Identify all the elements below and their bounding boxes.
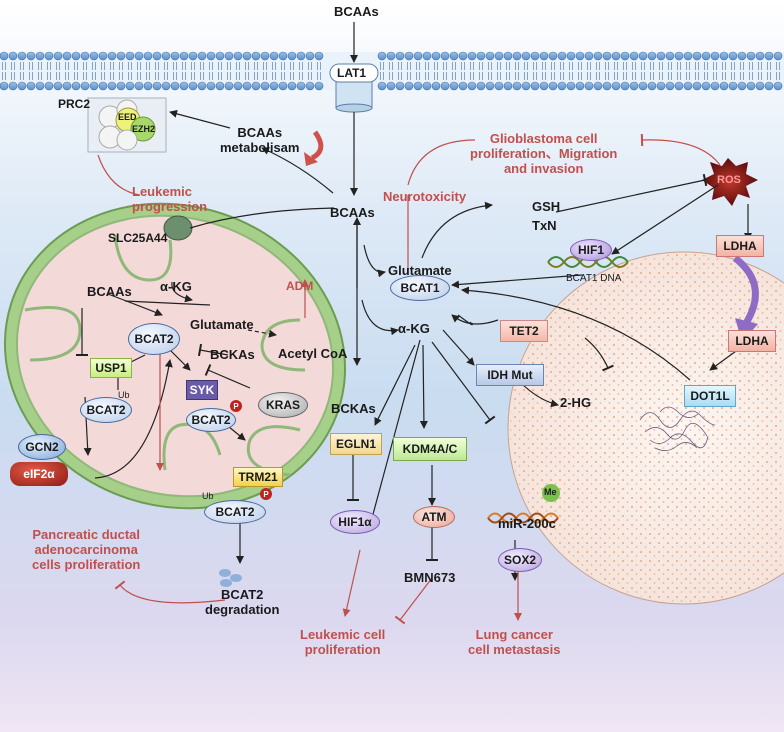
neurotoxicity-label: Neurotoxicity: [383, 189, 467, 204]
acetyl-coa-label: Acetyl CoA: [278, 346, 348, 361]
ub-label-2: Ub: [202, 491, 214, 501]
degradation-fragments: [219, 569, 242, 587]
bcaas-cytosol: BCAAs: [330, 205, 375, 220]
glutamate-cytosol: Glutamate: [388, 263, 452, 278]
lat1-transporter: [329, 63, 379, 113]
hif1a-node: HIF1α: [330, 510, 380, 534]
sox2-node: SOX2: [498, 548, 542, 572]
two-hg-label: 2-HG: [560, 395, 592, 410]
kras-node: KRAS: [258, 392, 308, 418]
syk-node: SYK: [186, 380, 218, 400]
bcat2-p-node: BCAT2: [186, 408, 236, 432]
gcn2-node: GCN2: [18, 434, 66, 460]
tet2-node: TET2: [500, 320, 548, 342]
slc25a44-label: SLC25A44: [108, 231, 168, 245]
idh-mut-node: IDH Mut: [476, 364, 544, 386]
kdm4-node: KDM4A/C: [393, 437, 467, 461]
lat1-label: LAT1: [337, 66, 367, 80]
gsh-label: GSH: [532, 199, 561, 214]
trm21-node: TRM21: [233, 467, 283, 487]
txn-label: TxN: [532, 218, 557, 233]
usp1-node: USP1: [90, 358, 132, 378]
cell-membrane: [0, 51, 784, 91]
phospho-mark-1: P: [230, 400, 242, 412]
leukemic-progression-label: Leukemic progression: [132, 184, 208, 214]
bcat1-node: BCAT1: [390, 275, 450, 301]
bcaas-extracellular: BCAAs: [334, 4, 379, 19]
prc2-label: PRC2: [58, 97, 91, 111]
hif1-node: HIF1: [570, 239, 612, 261]
adm-label: ADM: [286, 279, 314, 293]
leukemic-proliferation-label: Leukemic cell proliferation: [300, 627, 386, 657]
dot1l-node: DOT1L: [684, 385, 736, 407]
glioblastoma-label: Glioblastoma cell proliferation、Migratio…: [470, 131, 618, 176]
ros-burst: [702, 158, 758, 206]
eif2a-node: eIF2α: [10, 462, 68, 486]
ldha-nucleus: LDHA: [728, 330, 776, 352]
ub-label-1: Ub: [118, 390, 130, 400]
mitochondrion: [3, 202, 347, 510]
ros-label: ROS: [717, 174, 741, 186]
egln1-node: EGLN1: [330, 433, 382, 455]
glutamate-mito: Glutamate: [190, 317, 254, 332]
phospho-mark-2: P: [260, 488, 272, 500]
methyl-mark: [542, 484, 560, 502]
bmn673-label: BMN673: [404, 570, 456, 585]
atm-node: ATM: [413, 506, 455, 528]
bcaas-metabolism-label: BCAAs metabolisam: [220, 125, 300, 155]
eed-label: EED: [118, 112, 137, 122]
ezh2-label: EZH2: [132, 124, 156, 134]
bckas-mito: BCKAs: [210, 347, 255, 362]
nucleus: [507, 251, 784, 605]
bcat2-degradation-label: BCAT2 degradation: [205, 587, 280, 617]
cycle-arrow: [310, 130, 324, 161]
bckas-cytosol: BCKAs: [331, 401, 376, 416]
akg-cytosol: α-KG: [398, 321, 430, 336]
mir200c-helix: [487, 512, 559, 524]
bcat1-dna-label: BCAT1 DNA: [566, 273, 622, 284]
bcat2-ub-node: BCAT2: [80, 397, 132, 423]
bcat2-degraded-node: BCAT2: [204, 500, 266, 524]
ldha-cytosol: LDHA: [716, 235, 764, 257]
mir200c-label: miR-200c: [498, 516, 556, 531]
lung-cancer-label: Lung cancer cell metastasis: [468, 627, 561, 657]
slc25a44-transporter: [163, 215, 193, 241]
me-label: Me: [544, 487, 557, 497]
akg-mito: α-KG: [160, 279, 192, 294]
ldha-translocation-arrow: [732, 255, 759, 327]
bcat2-mito-node: BCAT2: [128, 323, 180, 355]
prc2-complex: [87, 97, 167, 153]
pancreatic-label: Pancreatic ductal adenocarcinoma cells p…: [32, 527, 141, 572]
bcaas-mito: BCAAs: [87, 284, 132, 299]
